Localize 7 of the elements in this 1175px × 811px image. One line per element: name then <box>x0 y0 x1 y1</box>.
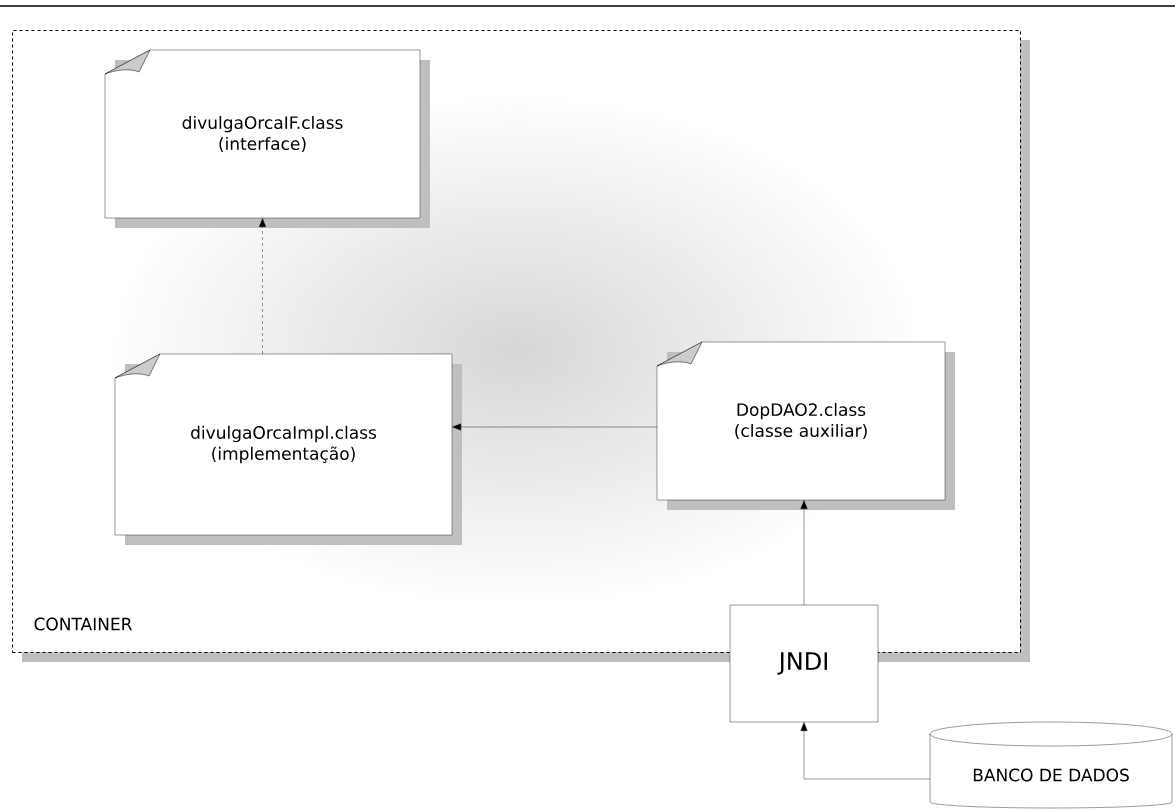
arrow <box>800 500 808 606</box>
arrow <box>452 423 658 431</box>
document-box: divulgaOrcaImpl.class (implementação) <box>114 353 462 545</box>
arrow <box>259 218 266 355</box>
document-box: divulgaOrcaIF.class (interface) <box>104 49 430 228</box>
arrow <box>800 722 931 780</box>
document-box: DopDAO2.class (classe auxiliar) <box>656 341 955 510</box>
